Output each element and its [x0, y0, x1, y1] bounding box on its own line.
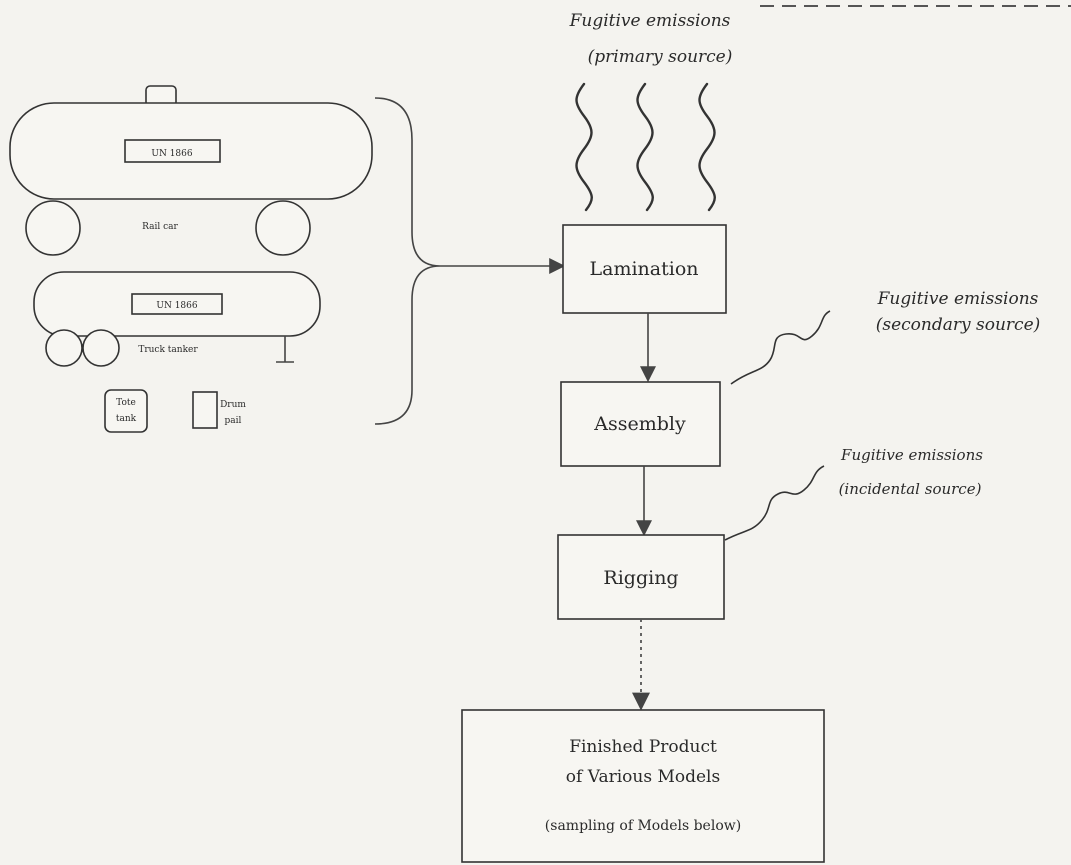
- finished-line-1: Finished Product: [569, 737, 717, 757]
- truck-wheel-2: [82, 329, 120, 367]
- svg-text:pail: pail: [225, 416, 242, 426]
- rail-car-label: Rail car: [142, 222, 178, 232]
- secondary-emissions-subtitle: (secondary source): [876, 315, 1041, 335]
- assembly-box: [560, 381, 721, 467]
- rail-car-placard-text: UN 1866: [151, 149, 192, 159]
- primary-wave-3: [698, 82, 716, 212]
- svg-text:tank: tank: [116, 414, 137, 424]
- incidental-wave: [724, 465, 825, 541]
- truck-tanker: UN 1866 Truck tanker: [33, 271, 321, 367]
- primary-emissions-subtitle: (primary source): [588, 47, 733, 67]
- lamination-label: Lamination: [590, 258, 699, 280]
- truck-label: Truck tanker: [138, 345, 198, 355]
- primary-emissions-title: Fugitive emissions: [569, 11, 731, 31]
- lamination-box: [562, 224, 727, 314]
- secondary-emissions-title: Fugitive emissions: [877, 289, 1039, 309]
- primary-wave-1: [575, 82, 593, 212]
- incidental-emissions-subtitle: (incidental source): [839, 480, 982, 498]
- primary-wave-2: [636, 82, 654, 212]
- rigging-label: Rigging: [603, 567, 678, 589]
- finished-line-2: of Various Models: [566, 767, 720, 787]
- tote-tank: Tote tank: [104, 389, 148, 433]
- finished-note: (sampling of Models below): [545, 818, 741, 834]
- truck-wheel-1: [45, 329, 83, 367]
- secondary-wave: [730, 310, 831, 385]
- incidental-emissions-title: Fugitive emissions: [840, 446, 983, 464]
- assembly-label: Assembly: [593, 413, 686, 435]
- rail-car: UN 1866 Rail car: [9, 85, 373, 256]
- containers-bracket: [374, 97, 441, 425]
- rail-car-wheel-left: [25, 200, 81, 256]
- truck-placard: [131, 293, 223, 315]
- rail-car-wheel-right: [255, 200, 311, 256]
- svg-text:Tote: Tote: [116, 398, 136, 408]
- truck-placard-text: UN 1866: [156, 301, 197, 311]
- finished-product-box: [461, 709, 825, 863]
- drum-pail: Drum pail: [192, 391, 246, 429]
- svg-text:Drum: Drum: [220, 400, 246, 410]
- rail-car-placard: [124, 139, 221, 163]
